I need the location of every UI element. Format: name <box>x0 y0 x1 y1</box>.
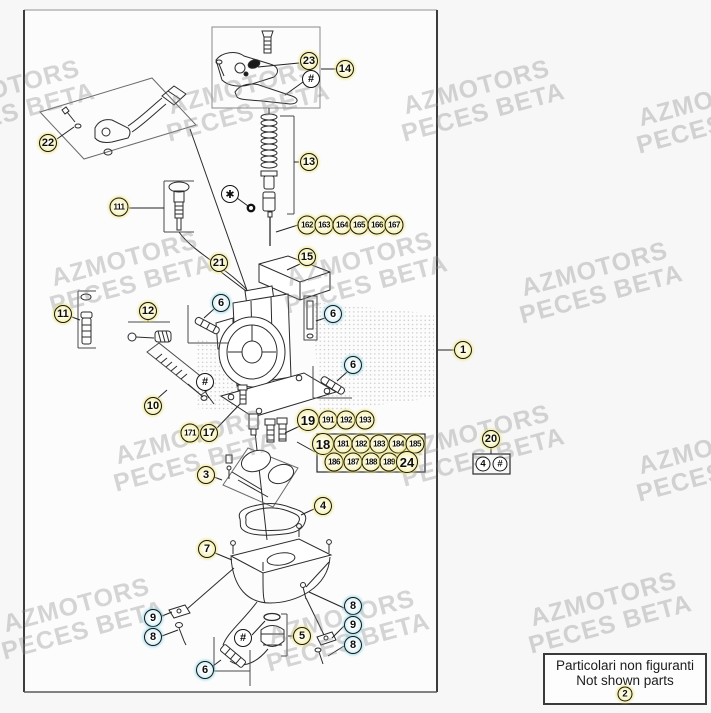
callout-181: 181 <box>333 434 353 454</box>
part-bowl-gasket <box>238 503 307 536</box>
callout-13: 13 <box>300 153 318 171</box>
callout-171: 171 <box>180 423 200 443</box>
callout-111: 111 <box>109 197 129 217</box>
part-throttle-cable <box>39 77 197 160</box>
part-return-spring <box>260 108 295 215</box>
not-shown-parts-line2: Not shown parts <box>576 673 674 689</box>
callout-12: 12 <box>139 302 157 320</box>
callout-188: 188 <box>361 452 381 472</box>
callout-192: 192 <box>336 410 356 430</box>
callout-hash: # <box>492 456 508 472</box>
part-carburetor-body <box>215 285 338 436</box>
part-overflow-hose <box>213 637 251 686</box>
callout-7: 7 <box>198 540 216 558</box>
not-shown-parts-box: Particolari non figuranti Not shown part… <box>543 653 707 705</box>
callout-6: 6 <box>196 661 214 679</box>
not-shown-parts-line1: Particolari non figuranti <box>555 658 695 673</box>
callout-193: 193 <box>355 410 375 430</box>
part-throttle-cover-assembly <box>211 26 321 109</box>
callout-191: 191 <box>318 410 338 430</box>
callout-17: 17 <box>200 424 218 442</box>
callout-23: 23 <box>300 52 318 70</box>
part-jet-17 <box>237 384 248 405</box>
callout-5: 5 <box>293 627 311 645</box>
part-bracket-left <box>168 604 191 646</box>
callout-star: ✱ <box>221 185 239 203</box>
callout-18: 18 <box>312 433 334 455</box>
callout-9: 9 <box>144 609 162 627</box>
callout-hash: # <box>234 629 252 647</box>
part-pin-right <box>312 366 352 399</box>
callout-3: 3 <box>197 466 215 484</box>
callout-20: 20 <box>482 430 500 448</box>
callout-22: 22 <box>39 134 57 152</box>
callout-6: 6 <box>324 305 342 323</box>
part-bracket-right <box>300 582 337 665</box>
part-float-bowl <box>229 523 333 604</box>
callout-19: 19 <box>297 409 319 431</box>
part-pin-middle <box>303 295 318 341</box>
callout-8: 8 <box>144 628 162 646</box>
part-screw-set-11 <box>77 290 96 349</box>
part-choke-screw <box>163 180 194 233</box>
callout-14: 14 <box>336 60 354 78</box>
callout-9: 9 <box>344 616 362 634</box>
callout-165: 165 <box>349 215 369 235</box>
callout-4: 4 <box>475 456 491 472</box>
callout-hash: # <box>196 373 214 391</box>
leader-lines <box>56 62 454 667</box>
part-screw-set-12 <box>127 320 172 343</box>
callout-1: 1 <box>454 341 472 359</box>
callout-6: 6 <box>212 294 230 312</box>
callout-185: 185 <box>405 434 425 454</box>
callout-163: 163 <box>314 215 334 235</box>
callout-4: 4 <box>314 497 332 515</box>
callout-184: 184 <box>388 434 408 454</box>
callout-183: 183 <box>369 434 389 454</box>
callout-21: 21 <box>210 254 228 272</box>
callout-186: 186 <box>324 452 344 472</box>
callout-187: 187 <box>343 452 363 472</box>
construction-lines <box>178 128 330 666</box>
part-needle-jet-set <box>246 170 278 246</box>
callout-10: 10 <box>144 397 162 415</box>
callout-2: 2 <box>617 686 633 702</box>
callout-167: 167 <box>384 215 404 235</box>
callout-6: 6 <box>344 356 362 374</box>
part-drain-plug <box>260 612 288 657</box>
callout-group-box-20 <box>472 448 511 475</box>
part-pin-left <box>187 305 228 344</box>
callout-8: 8 <box>344 597 362 615</box>
callout-189: 189 <box>379 452 399 472</box>
callout-11: 11 <box>54 305 72 323</box>
callout-hash: # <box>302 70 320 88</box>
callout-15: 15 <box>298 248 316 266</box>
callout-8: 8 <box>344 636 362 654</box>
callout-182: 182 <box>351 434 371 454</box>
diagram-border <box>23 9 438 693</box>
part-float-assembly <box>222 447 299 508</box>
part-slide-plate <box>258 255 331 301</box>
part-main-jets-19 <box>264 417 288 443</box>
callout-24: 24 <box>396 451 418 473</box>
